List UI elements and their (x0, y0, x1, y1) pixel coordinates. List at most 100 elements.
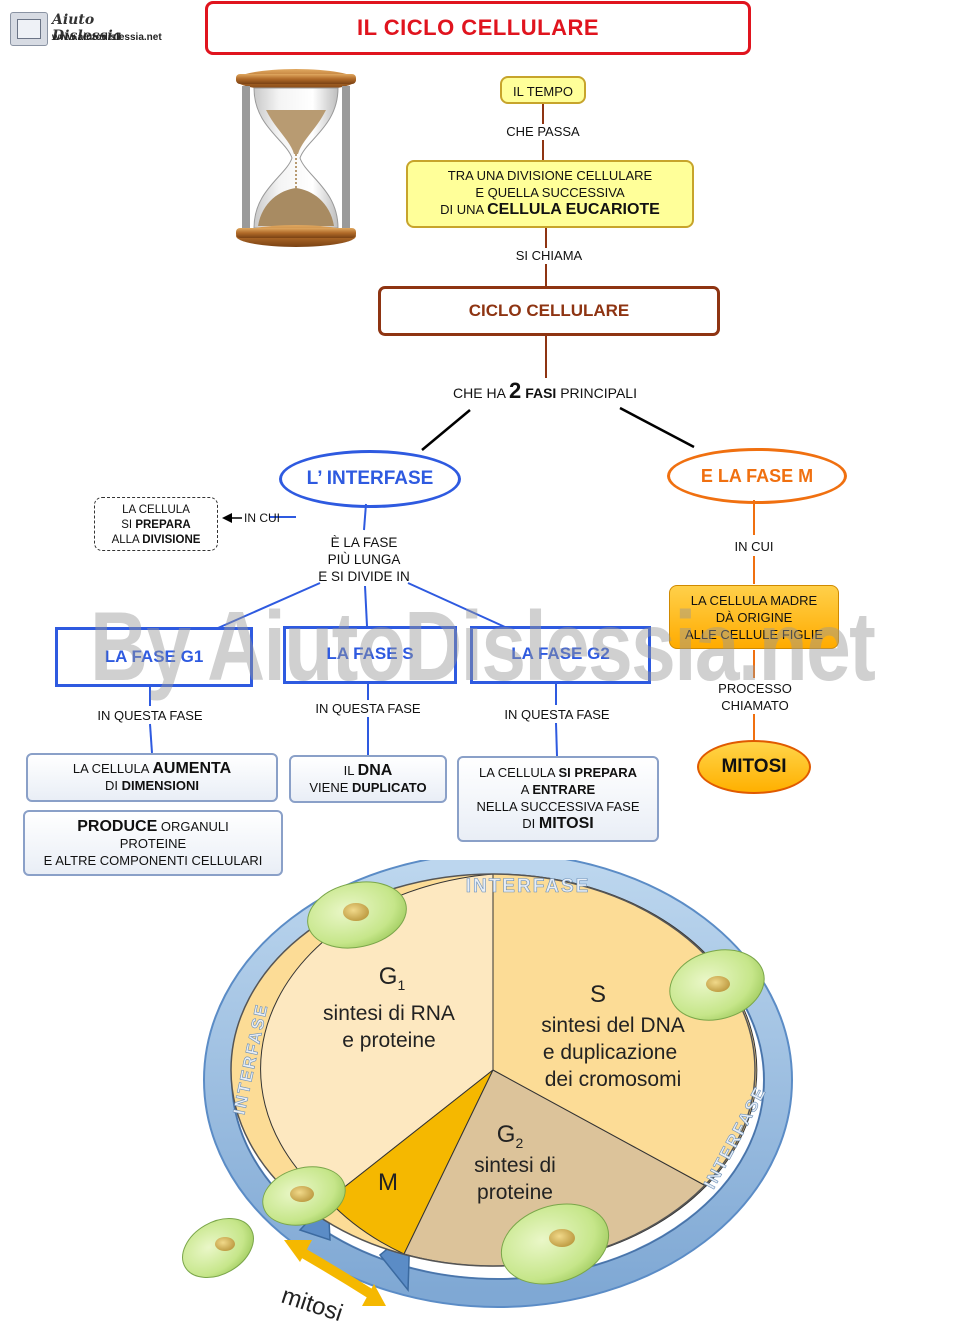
che-ha-text: CHE HA (453, 385, 510, 401)
mitosi-text: MITOSI (538, 815, 594, 832)
processo-line-2: CHIAMATO (721, 698, 789, 713)
g1-desc-1: sintesi di RNA (323, 1002, 455, 1025)
s-dna-line-2: VIENE DUPLICATO (291, 779, 445, 796)
m-letter: M (378, 1169, 398, 1196)
preparazione-line-1: LA CELLULA (122, 504, 190, 516)
produce-text: PRODUCE (77, 818, 158, 835)
interfase-oval: L’ INTERFASE (279, 450, 461, 508)
book-icon (10, 12, 48, 46)
s-desc-3: dei cromosomi (545, 1068, 682, 1091)
g2-line-1: LA CELLULA SI PREPARA (459, 764, 657, 781)
s-letter: S (590, 981, 606, 1008)
dimensioni-text: DIMENSIONI (121, 778, 199, 793)
page-title: IL CICLO CELLULARE (205, 1, 751, 55)
fase-s-box: LA FASE S (283, 626, 457, 684)
g1-aumenta-line-2: DI DIMENSIONI (28, 777, 276, 794)
definizione-box: TRA UNA DIVISIONE CELLULARE E QUELLA SUC… (406, 160, 694, 228)
il-tempo-box: IL TEMPO (500, 76, 586, 104)
g1-letter: G1 (379, 963, 406, 993)
cellula-madre-line-1: LA CELLULA MADRE (690, 593, 818, 608)
preparazione-line-2: SI PREPARA (95, 518, 217, 533)
preparazione-box: LA CELLULA SI PREPARA ALLA DIVISIONE (94, 497, 218, 551)
si-chiama-label: SI CHIAMA (515, 248, 583, 263)
interfase-in-cui-label: IN CUI (244, 511, 280, 525)
cell-icon (669, 949, 765, 1021)
s-dna-line-2-pre: VIENE (309, 780, 352, 795)
che-passa-label: CHE PASSA (506, 124, 580, 139)
organuli-text: ORGANULI (157, 819, 229, 834)
s-in-questa-fase-label: IN QUESTA FASE (315, 701, 421, 716)
g1-aumenta-box: LA CELLULA AUMENTA DI DIMENSIONI (26, 753, 278, 802)
ciclo-cellulare-box: CICLO CELLULARE (378, 286, 720, 336)
definizione-line-2: E QUELLA SUCCESSIVA (475, 185, 625, 200)
prepara-text: PREPARA (135, 519, 191, 531)
g1-produce-line-1: PRODUCE ORGANULI (25, 818, 281, 835)
preparazione-line-3-pre: ALLA (111, 534, 143, 546)
g1-in-questa-fase-label: IN QUESTA FASE (97, 708, 203, 723)
processo-line-1: PROCESSO (718, 681, 792, 696)
entrare-text: ENTRARE (532, 782, 596, 797)
fase-g1-box: LA FASE G1 (55, 627, 253, 687)
s-dna-box: IL DNA VIENE DUPLICATO (289, 755, 447, 803)
watermark: By AiutoDislessia.net (90, 591, 876, 701)
due-number: 2 (509, 378, 522, 403)
g2-prepara-box: LA CELLULA SI PREPARA A ENTRARE NELLA SU… (457, 756, 659, 842)
g2-line-2-pre: A (520, 782, 533, 797)
s-dna-pre: IL (343, 763, 358, 778)
fase-lunga-line-3: E SI DIVIDE IN (318, 569, 410, 584)
g2-desc-2: proteine (477, 1181, 553, 1204)
definizione-line-3: DI UNA CELLULA EUCARIOTE (408, 201, 692, 218)
mitosi-label: mitosi (278, 1282, 346, 1327)
fase-lunga-label: È LA FASE PIÙ LUNGA E SI DIVIDE IN (294, 534, 434, 585)
g2-line-4-pre: DI (522, 816, 539, 831)
principali-text: PRINCIPALI (556, 385, 637, 401)
g2-line-4: DI MITOSI (459, 815, 657, 832)
mitosi-double-arrow (295, 1245, 377, 1301)
g2-line-3: NELLA SUCCESSIVA FASE (476, 799, 640, 814)
definizione-line-1: TRA UNA DIVISIONE CELLULARE (447, 168, 653, 183)
ring-label-top: INTERFASE (466, 876, 591, 897)
aumenta-text: AUMENTA (152, 760, 232, 777)
preparazione-line-3: ALLA DIVISIONE (95, 533, 217, 548)
cell-icon (182, 1218, 254, 1278)
logo-url: www.aiutodislessia.net (52, 32, 162, 43)
cellula-eucariote: CELLULA EUCARIOTE (487, 201, 660, 218)
due-fasi-label: CHE HA 2 FASI PRINCIPALI (400, 378, 690, 406)
si-prepara-text: SI PREPARA (558, 765, 638, 780)
fase-g2-box: LA FASE G2 (470, 626, 651, 684)
g1-produce-line-2: PROTEINE (119, 836, 187, 851)
s-desc-2: e duplicazione (543, 1041, 677, 1064)
s-dna-line-1: IL DNA (291, 762, 445, 779)
fasi-text: FASI (525, 385, 557, 401)
cell-icon (307, 881, 407, 949)
g1-produce-line-3: E ALTRE COMPONENTI CELLULARI (43, 853, 263, 868)
g1-desc-2: e proteine (342, 1029, 435, 1052)
cellula-madre-box: LA CELLULA MADRE DÀ ORIGINE ALLE CELLULE… (669, 585, 839, 649)
logo-name: Aiuto Dislessia (52, 12, 122, 44)
preparazione-line-2-pre: SI (121, 519, 136, 531)
fase-m-oval: E LA FASE M (667, 448, 847, 504)
fase-lunga-line-1: È LA FASE (330, 535, 398, 550)
g2-line-1-pre: LA CELLULA (479, 765, 559, 780)
cellula-madre-line-3: ALLE CELLULE FIGLIE (684, 627, 823, 642)
cellula-madre-line-2: DÀ ORIGINE (715, 610, 793, 625)
g1-aumenta-line-1: LA CELLULA AUMENTA (28, 760, 276, 777)
duplicato-text: DUPLICATO (351, 780, 427, 795)
g1-aumenta-line-2-pre: DI (105, 778, 122, 793)
processo-chiamato-label: PROCESSO CHIAMATO (700, 680, 810, 714)
mitosi-oval: MITOSI (697, 740, 811, 794)
g2-line-2: A ENTRARE (459, 781, 657, 798)
hourglass-icon (236, 69, 356, 247)
cell-cycle-diagram: INTERFASE INTERFASE INTERFASE G1 sintesi… (182, 860, 793, 1327)
dna-text: DNA (357, 762, 393, 779)
g2-letter: G2 (497, 1121, 524, 1151)
arrow-head-left-icon (284, 1240, 312, 1262)
s-desc-1: sintesi del DNA (541, 1014, 685, 1037)
divisione-text: DIVISIONE (142, 534, 201, 546)
definizione-line-3-pre: DI UNA (440, 202, 488, 217)
fase-lunga-line-2: PIÙ LUNGA (327, 552, 401, 567)
cell-icon (500, 1203, 610, 1285)
site-logo[interactable]: Aiuto Dislessia www.aiutodislessia.net (8, 8, 168, 48)
g1-produce-box: PRODUCE ORGANULI PROTEINE E ALTRE COMPON… (23, 810, 283, 876)
